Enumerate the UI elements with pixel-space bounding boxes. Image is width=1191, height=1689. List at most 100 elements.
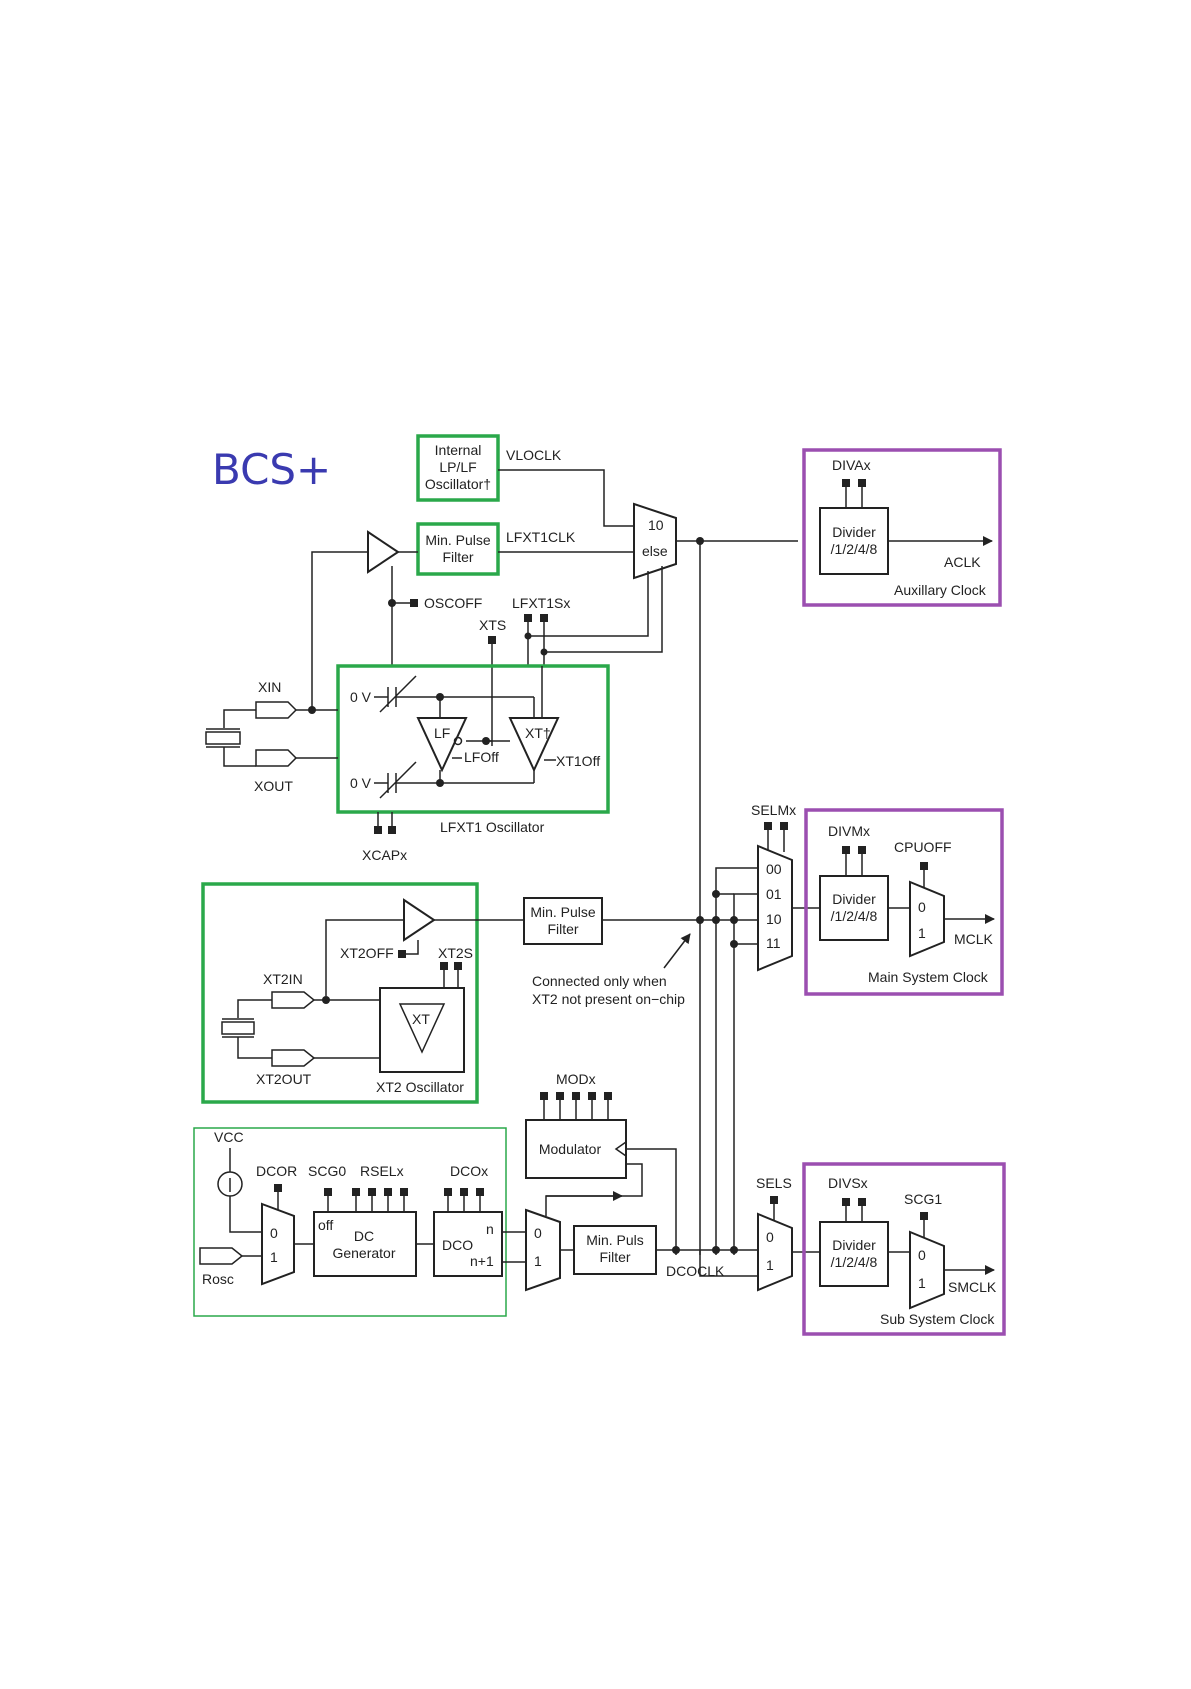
mclk-source-mux [757, 844, 793, 972]
xt2-filter [523, 897, 603, 945]
diagram-title: BCS+ [212, 445, 331, 494]
mclk-divider-label-2: /1/2/4/8 [831, 908, 878, 924]
dco-filter-label-1: Min. Puls [586, 1232, 644, 1248]
modulator [525, 1119, 627, 1179]
smclk-label: SMCLK [948, 1279, 997, 1295]
smclk-divider-label-1: Divider [832, 1237, 876, 1253]
mclk-label: MCLK [954, 931, 994, 947]
mclk-divider-label-1: Divider [832, 891, 876, 907]
mclk-gate-mux [909, 880, 945, 958]
smclk-gate-mux [909, 1230, 945, 1310]
xt2-oscillator-box [201, 882, 479, 1104]
xt2-filter-label-1: Min. Pulse [530, 904, 596, 920]
dco-filter [573, 1225, 657, 1275]
sels-label: SELS [756, 1175, 792, 1191]
xt2-xt-label: XT [412, 1011, 430, 1027]
dco-label: DCO [442, 1237, 473, 1253]
xcapx-label: XCAPx [362, 847, 407, 863]
xt-label: XT† [525, 725, 551, 741]
dco-rosc-mux [261, 1202, 295, 1286]
dc-gen-off-label: off [318, 1217, 333, 1233]
sub-clock-caption: Sub System Clock [880, 1311, 995, 1327]
rselx-label: RSELx [360, 1163, 404, 1179]
mclk-in-01: 01 [766, 886, 782, 902]
dco-n1-label: n+1 [470, 1253, 494, 1269]
smclk-divider [819, 1221, 889, 1287]
dcoclk-label: DCOCLK [666, 1263, 725, 1279]
vlo-block: Internal LP/LF Oscillator† [416, 434, 500, 502]
vloclk-label: VLOCLK [506, 447, 562, 463]
smclk-mux-0: 0 [918, 1247, 926, 1263]
divmx-label: DIVMx [828, 823, 870, 839]
sub-clock-box [802, 1162, 1006, 1336]
modulator-label: Modulator [539, 1141, 602, 1157]
aux-clock-box [802, 448, 1002, 607]
aclk-divider [819, 507, 889, 575]
main-clock-box [804, 808, 1004, 996]
aux-clock-caption: Auxillary Clock [894, 582, 987, 598]
smclk-divider-label-2: /1/2/4/8 [831, 1254, 878, 1270]
lfxt1-oscillator-box [336, 664, 610, 814]
lfoff-label: LFOff [464, 749, 499, 765]
xout-label: XOUT [254, 778, 293, 794]
xt-amplifier [508, 717, 560, 773]
vlo-label-1: Internal [435, 442, 482, 458]
mclk-in-00: 00 [766, 861, 782, 877]
smclk-in-0: 0 [766, 1229, 774, 1245]
dco-box [193, 1127, 507, 1317]
xt2-note-1: Connected only when [532, 973, 667, 989]
xt2-core [379, 987, 465, 1073]
dco-mux-1: 1 [270, 1249, 278, 1265]
mclk-divider [819, 875, 889, 941]
mclk-in-11: 11 [766, 935, 781, 951]
scg0-label: SCG0 [308, 1163, 346, 1179]
aclk-divider-label-2: /1/2/4/8 [831, 541, 878, 557]
vcc-label: VCC [214, 1129, 244, 1145]
smclk-in-1: 1 [766, 1257, 774, 1273]
lf-amplifier [416, 717, 468, 773]
dco-mux2-0: 0 [534, 1225, 542, 1241]
dco-mux2-1: 1 [534, 1253, 542, 1269]
divax-label: DIVAx [832, 457, 871, 473]
mclk-mux-1: 1 [918, 925, 926, 941]
dco-core [433, 1211, 503, 1277]
dco-output-mux [525, 1208, 561, 1292]
aclk-mux-in-else: else [642, 543, 668, 559]
xts-label: XTS [479, 617, 506, 633]
xt2out-label: XT2OUT [256, 1071, 312, 1087]
scg1-label: SCG1 [904, 1191, 942, 1207]
mclk-mux-0: 0 [918, 899, 926, 915]
xt2-note-2: XT2 not present on−chip [532, 991, 685, 1007]
lfxt1sx-label: LFXT1Sx [512, 595, 570, 611]
divsx-label: DIVSx [828, 1175, 868, 1191]
dc-gen-label-2: Generator [332, 1245, 395, 1261]
dcox-label: DCOx [450, 1163, 488, 1179]
aclk-mux-in-10: 10 [648, 517, 664, 533]
dco-mux-0: 0 [270, 1225, 278, 1241]
lf-label: LF [434, 725, 450, 741]
dco-filter-label-2: Filter [599, 1249, 630, 1265]
mclk-in-10: 10 [766, 911, 782, 927]
smclk-mux-1: 1 [918, 1275, 926, 1291]
smclk-source-mux [757, 1212, 793, 1292]
rosc-label: Rosc [202, 1271, 234, 1287]
dc-generator [313, 1211, 417, 1277]
xt2-filter-label-2: Filter [547, 921, 578, 937]
aclk-label: ACLK [944, 554, 981, 570]
selmx-label: SELMx [751, 802, 796, 818]
vlo-label-2: LP/LF [439, 459, 476, 475]
main-clock-caption: Main System Clock [868, 969, 989, 985]
zero-v-bottom-label: 0 V [350, 775, 372, 791]
lfxt1-filter-label-2: Filter [442, 549, 473, 565]
xt2s-label: XT2S [438, 945, 473, 961]
cpuoff-label: CPUOFF [894, 839, 952, 855]
lfxt1-buffer [367, 530, 400, 574]
xin-label: XIN [258, 679, 281, 695]
vlo-label-3: Oscillator† [425, 476, 491, 492]
xt1off-label: XT1Off [556, 753, 600, 769]
lfxt1-caption: LFXT1 Oscillator [440, 819, 545, 835]
lfxt1-filter [416, 522, 500, 576]
lfxt1-filter-label-1: Min. Pulse [425, 532, 491, 548]
